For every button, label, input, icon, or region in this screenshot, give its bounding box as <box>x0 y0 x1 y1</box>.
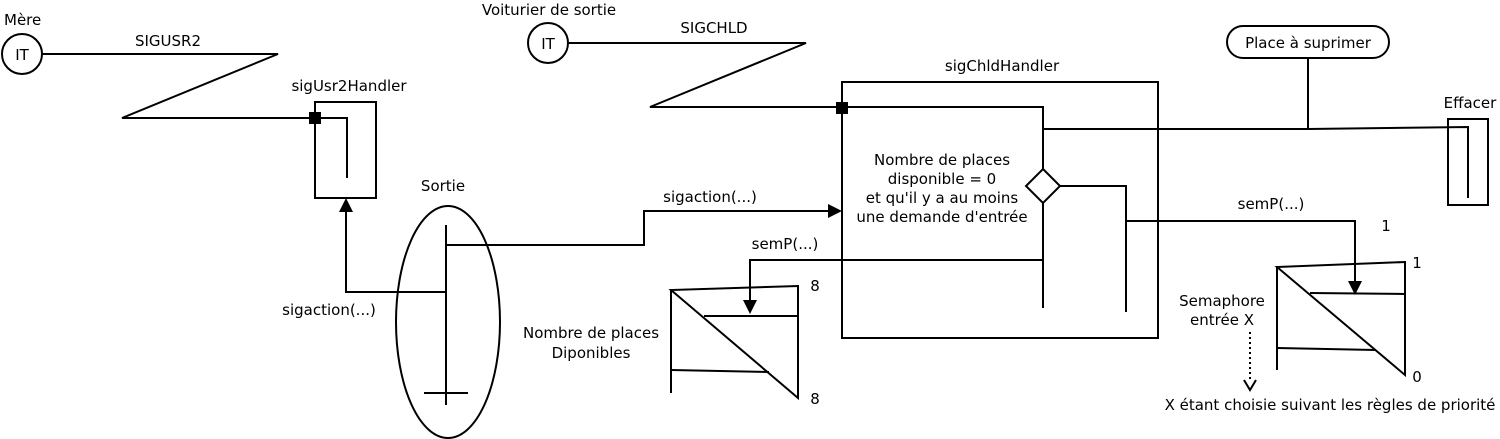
action-box-effacer <box>1447 118 1489 206</box>
label-it-voiturier: IT <box>541 35 555 53</box>
label-sigaction-mid: sigaction(...) <box>663 188 757 206</box>
label-places-dispo-2: Diponibles <box>552 344 631 362</box>
branch-true-line <box>1060 185 1127 312</box>
signal-line-sigusr2 <box>42 53 316 119</box>
entry-point-sigchld <box>836 102 848 114</box>
label-sem8-top: 8 <box>810 277 820 295</box>
condition-line-1: Nombre de places <box>874 151 1010 169</box>
label-semaphore-entree-2: entrée X <box>1190 311 1254 329</box>
semaphore-entree-triangle <box>1274 260 1406 378</box>
handler-flow-sigchld <box>842 106 1044 170</box>
label-mere: Mère <box>4 11 41 29</box>
condition-line-2: disponible = 0 <box>888 170 996 188</box>
label-num1-right: 1 <box>1412 254 1422 272</box>
label-voiturier: Voiturier de sortie <box>482 1 616 19</box>
label-num0: 0 <box>1412 368 1422 386</box>
handler-box-sigusr2 <box>314 101 377 199</box>
decision-diamond <box>1024 167 1062 205</box>
condition-line-4: une demande d'entrée <box>856 208 1027 226</box>
label-semaphore-entree-1: Semaphore <box>1179 292 1265 310</box>
label-sigusr2handler: sigUsr2Handler <box>291 77 407 95</box>
label-sigusr2: SIGUSR2 <box>135 32 201 50</box>
signal-line-sigchld <box>568 42 842 108</box>
semaphore-entree-bottom-bar <box>1276 347 1377 351</box>
label-sortie: Sortie <box>421 177 465 195</box>
process-ellipse-sortie <box>395 205 501 439</box>
label-num1-left: 1 <box>1381 217 1391 235</box>
label-place-a-supprimer: Place à suprimer <box>1245 34 1372 52</box>
arrowhead-semp-right <box>1348 281 1362 295</box>
label-sem8-bottom: 8 <box>810 390 820 408</box>
label-footnote: X étant choisie suivant les règles de pr… <box>1165 396 1496 414</box>
label-effacer: Effacer <box>1444 94 1497 112</box>
arrowhead-sigaction-left <box>339 198 353 212</box>
arrow-semp-mid <box>749 259 1043 302</box>
label-semp-right: semP(...) <box>1238 195 1305 213</box>
semaphore-places-bottom-bar <box>670 369 770 373</box>
dotted-arrowhead <box>1243 379 1257 392</box>
connector-effacer <box>1043 125 1469 198</box>
label-sigchld: SIGCHLD <box>680 19 747 37</box>
label-semp-mid: semP(...) <box>752 235 819 253</box>
semaphore-entree-top-bar <box>1309 292 1406 295</box>
arrow-sigaction-left <box>345 210 446 293</box>
entry-point-sigusr2 <box>309 112 321 124</box>
arrowhead-semp-mid <box>743 300 757 314</box>
label-sigchldhandler: sigChldHandler <box>945 57 1060 75</box>
arrow-semp-right <box>1126 220 1356 283</box>
arrow-sigaction-mid <box>446 210 830 246</box>
label-places-dispo-1: Nombre de places <box>523 324 659 342</box>
handler-box-sigchld <box>841 81 1159 339</box>
condition-line-3: et qu'il y a au moins <box>866 189 1019 207</box>
handler-flow-sigusr2 <box>316 117 348 178</box>
label-sigaction-left: sigaction(...) <box>282 301 376 319</box>
label-it-mere: IT <box>15 46 29 64</box>
arrowhead-sigaction-mid <box>828 204 842 218</box>
semaphore-places-triangle <box>668 284 799 401</box>
